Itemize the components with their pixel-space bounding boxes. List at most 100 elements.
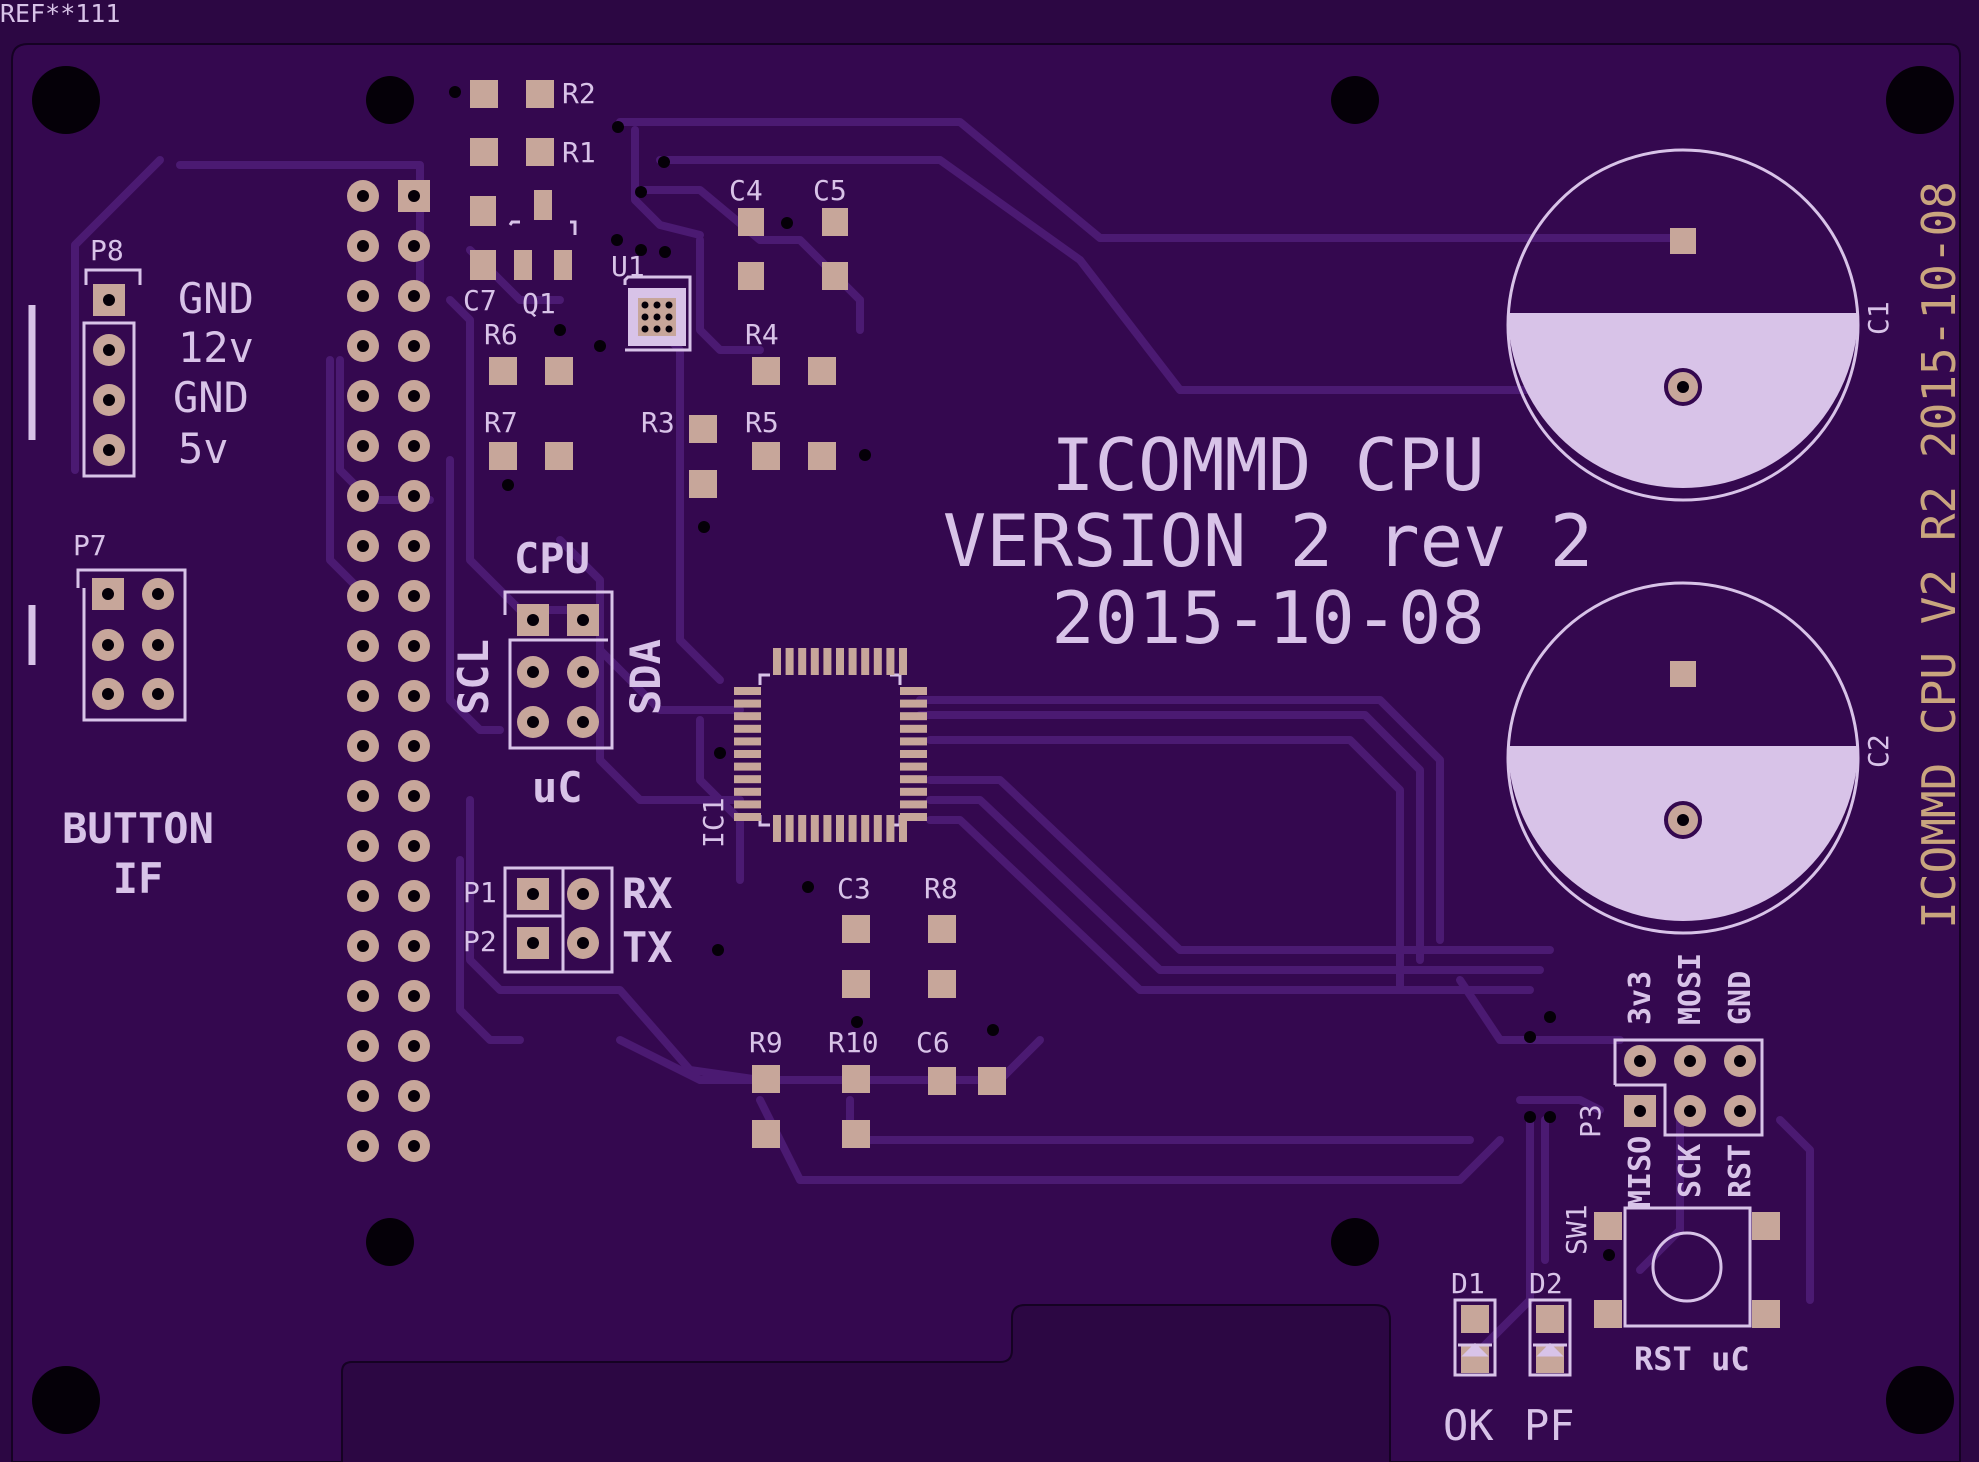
qfp-pad: [734, 724, 761, 733]
smd-pad: [808, 357, 836, 385]
label-3v3: 3v3: [1623, 971, 1658, 1025]
drill-hole: [408, 790, 420, 802]
qfp-pad: [899, 648, 907, 675]
ref-r9: R9: [749, 1026, 783, 1059]
drill-hole: [577, 937, 589, 949]
label-scl: SCL: [449, 639, 498, 715]
label-pf: PF: [1524, 1401, 1575, 1450]
drill-hole: [103, 294, 115, 306]
label-miso: MISO: [1623, 1136, 1658, 1208]
qfp-pad: [734, 712, 761, 721]
qfn-via: [653, 313, 661, 321]
ref-r7: R7: [484, 406, 518, 439]
qfp-pad: [734, 762, 761, 771]
drill-hole: [357, 340, 369, 352]
qfn-via: [641, 325, 649, 333]
smd-pad: [489, 442, 517, 470]
board-title: ICOMMD CPU VERSION 2 rev 2 2015-10-08: [943, 423, 1593, 660]
smd-pad: [752, 1065, 780, 1093]
drill-hole: [357, 690, 369, 702]
qfp-pad: [785, 648, 794, 675]
ref-c3: C3: [837, 872, 871, 905]
drill-hole: [357, 440, 369, 452]
smd-pad: [752, 442, 780, 470]
qfp-pad: [900, 762, 927, 771]
smd-pad: [545, 442, 573, 470]
drill-hole: [357, 390, 369, 402]
qfn-via: [653, 325, 661, 333]
ref-r4: R4: [745, 318, 779, 351]
drill-hole: [1684, 1055, 1696, 1067]
qfp-pad: [734, 813, 761, 821]
drill-hole: [527, 888, 539, 900]
smd-pad: [470, 138, 498, 166]
ref-d1: D1: [1451, 1267, 1485, 1300]
drill-hole: [408, 840, 420, 852]
drill-hole: [102, 688, 114, 700]
qfn-via: [665, 313, 673, 321]
ref-q1: Q1: [522, 287, 556, 320]
qfp-pad: [848, 815, 857, 842]
drill-hole: [408, 940, 420, 952]
qfp-pad: [900, 813, 927, 821]
smd-pad: [928, 970, 956, 998]
smd-pad: [545, 357, 573, 385]
drill-hole: [408, 690, 420, 702]
ref-r5: R5: [745, 406, 779, 439]
drill-hole: [103, 394, 115, 406]
ref-r6: R6: [484, 318, 518, 351]
serial-labels: RX TX: [622, 869, 673, 972]
drill-hole: [408, 340, 420, 352]
label-uc: uC: [532, 763, 583, 812]
ref-r10: R10: [828, 1026, 879, 1059]
label-cpu: CPU: [514, 534, 590, 583]
smd-pad: [689, 470, 717, 498]
qfp-pad: [886, 815, 895, 842]
ref-sw1: SW1: [1560, 1204, 1593, 1255]
drill-hole: [357, 590, 369, 602]
smd-pad: [1594, 1212, 1622, 1240]
designators: P8 P7 R2 R1 C4 C5 U1 C7 Q1 R6 R4 R7 R3 R…: [73, 77, 1895, 1300]
title-line-1: ICOMMD CPU: [1051, 423, 1484, 507]
ref-u1: U1: [611, 250, 645, 283]
drill-hole: [408, 390, 420, 402]
label-if: IF: [113, 854, 164, 903]
qfn-via: [641, 301, 649, 309]
drill-hole: [577, 716, 589, 728]
drill-hole: [357, 740, 369, 752]
label-12v: 12v: [178, 323, 254, 372]
smd-pad: [1536, 1305, 1564, 1333]
qfp-pad: [734, 750, 761, 758]
capacitor-c1: [1506, 148, 1860, 502]
drill-hole: [102, 639, 114, 651]
ref-label: REF**111: [0, 0, 120, 28]
qfp-pad: [900, 699, 927, 708]
title-line-2: VERSION 2 rev 2: [943, 499, 1593, 583]
qfp-pad: [773, 815, 781, 842]
label-gnd-1: GND: [178, 274, 254, 323]
smd-pad: [1752, 1300, 1780, 1328]
smd-pad: [842, 1120, 870, 1148]
drill-hole: [357, 1090, 369, 1102]
drill-hole: [152, 588, 164, 600]
label-sck: SCK: [1673, 1144, 1708, 1198]
drill-hole: [527, 716, 539, 728]
smd-pad: [928, 915, 956, 943]
qfp-pad: [798, 815, 807, 842]
ref-c4: C4: [729, 174, 763, 207]
drill-hole: [357, 990, 369, 1002]
drill-hole: [408, 190, 420, 202]
drill-hole: [152, 639, 164, 651]
label-tx: TX: [622, 923, 673, 972]
smd-pad: [978, 1067, 1006, 1095]
drill-hole: [357, 940, 369, 952]
smd-pad: [1461, 1305, 1489, 1333]
ref-p8: P8: [90, 234, 124, 267]
drill-hole: [408, 240, 420, 252]
drill-hole: [408, 1090, 420, 1102]
ref-c1: C1: [1862, 301, 1895, 335]
qfp-pad: [900, 800, 927, 809]
drill-hole: [357, 540, 369, 552]
smd-pad: [822, 208, 848, 236]
smd-pad: [928, 1067, 956, 1095]
